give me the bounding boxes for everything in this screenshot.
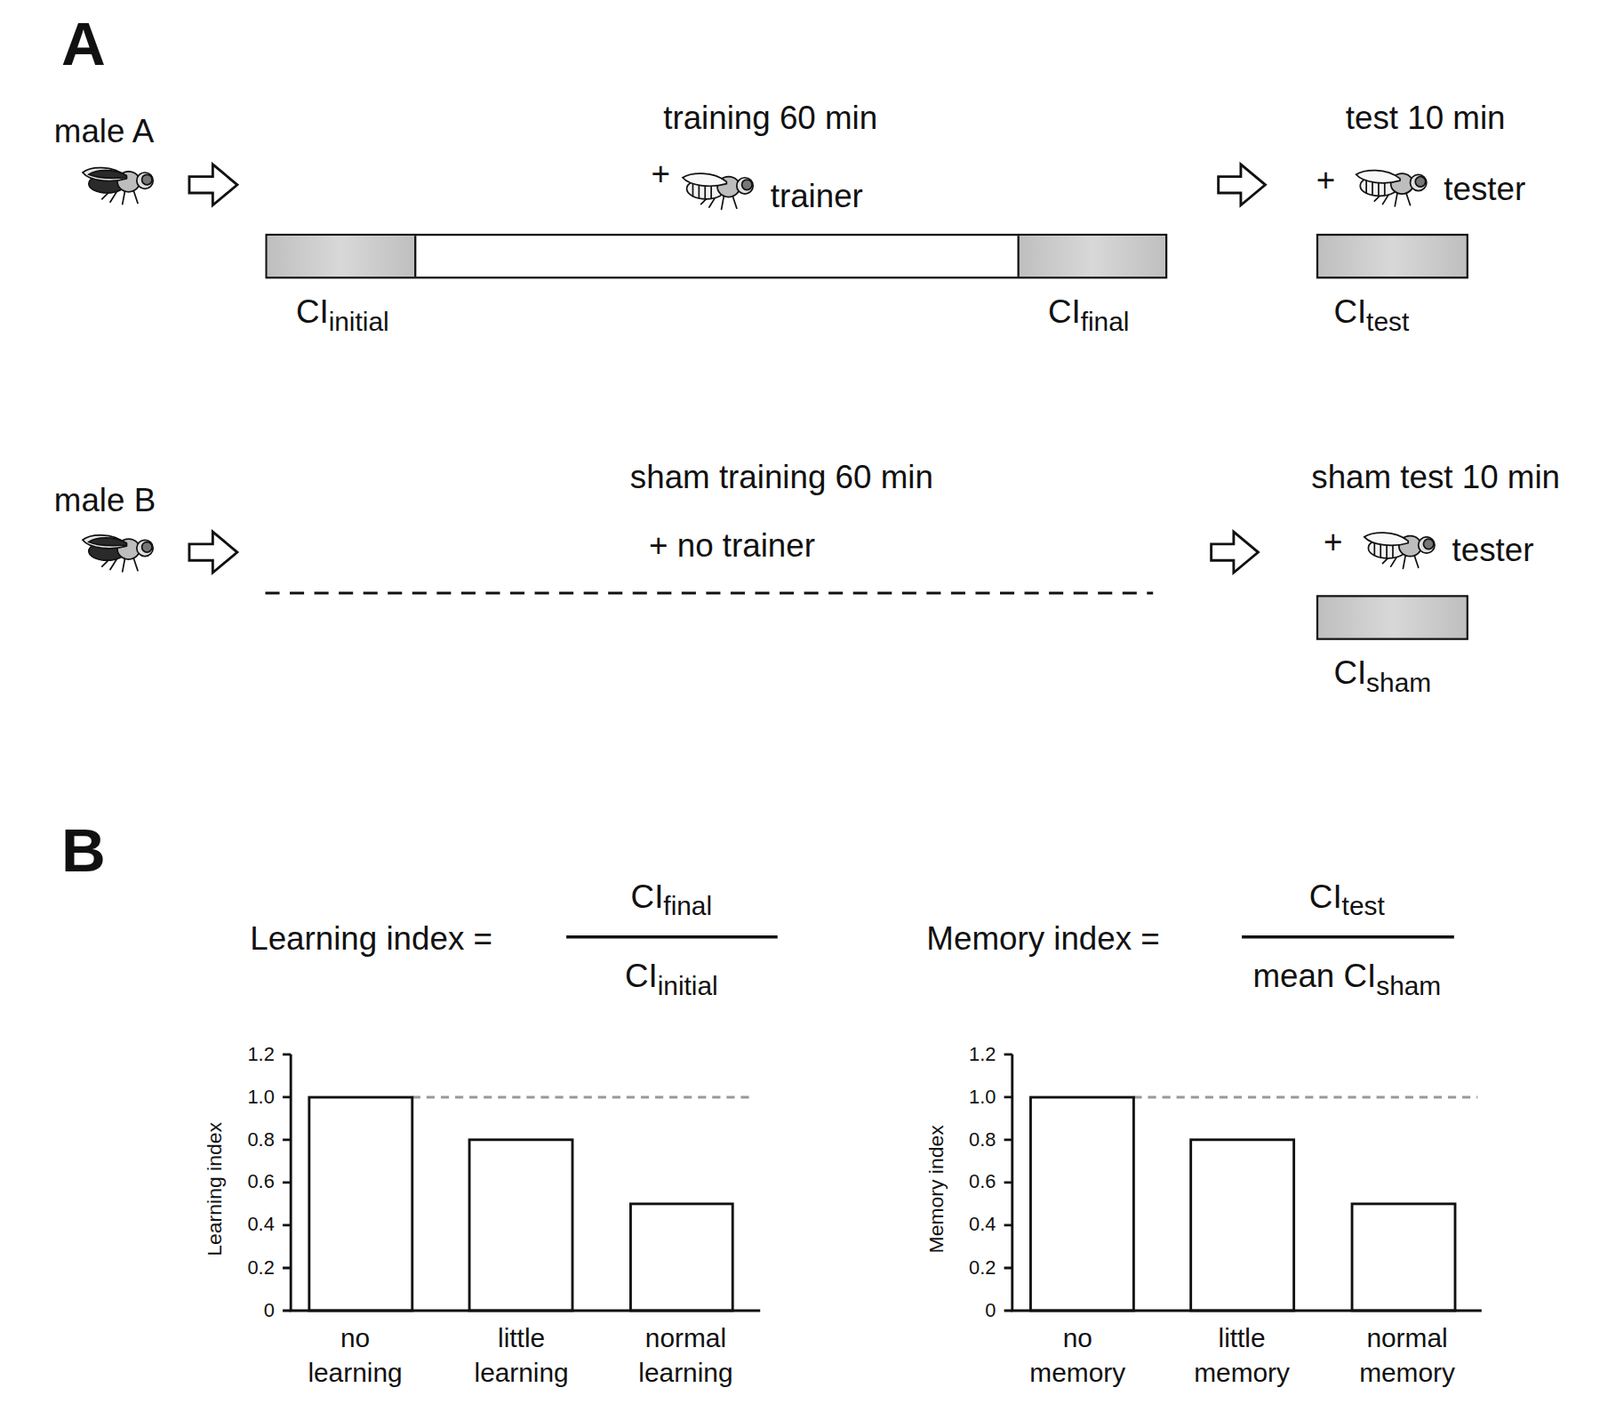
tick-label: 0.8: [935, 1128, 997, 1149]
tick-label: 0: [213, 1299, 275, 1320]
sham-training-line: sham training 60 min + no trainer: [264, 448, 1153, 594]
tick-label: 1.2: [213, 1043, 275, 1064]
subscripted-label: CItest: [1193, 880, 1500, 920]
hollow-arrow: [189, 164, 238, 206]
test-box: test 10 min+testerCItest: [1316, 233, 1469, 280]
panel-letter: A: [61, 14, 106, 76]
phase-title: test 10 min: [1272, 101, 1579, 135]
subscripted-label: CIfinal: [1048, 295, 1129, 336]
index-subscript: sham: [1366, 667, 1432, 698]
cue-segment: CIfinal: [1017, 235, 1166, 277]
fly-icon: [1356, 170, 1427, 207]
fly-icon: [682, 173, 753, 209]
index-subscript: test: [1366, 305, 1409, 336]
formula-label: Learning index =: [249, 921, 493, 955]
subscripted-label: CIinitial: [296, 295, 390, 336]
formula-label: Memory index =: [926, 921, 1160, 955]
subscripted-label: CIinitial: [518, 959, 824, 1000]
training-bar: training 60 min+trainerCIinitialCIfinal: [264, 233, 1168, 280]
phase-title: training 60 min: [556, 101, 985, 135]
index-symbol: CI: [631, 877, 664, 914]
memory-chart: [1004, 1054, 1482, 1311]
index-subscript: final: [1080, 305, 1130, 336]
index-subscript: initial: [328, 305, 390, 336]
tick-label: 0.6: [213, 1171, 275, 1192]
plus-sign: +: [1323, 525, 1343, 559]
plus-sign: +: [1316, 163, 1336, 197]
subscripted-label: CItest: [1333, 295, 1409, 336]
index-subscript: sham: [1376, 969, 1441, 1000]
index-subscript: final: [663, 890, 712, 921]
fly-label: + no trainer: [648, 528, 816, 562]
index-symbol: CI: [1333, 292, 1367, 329]
category-label: no learning: [296, 1321, 414, 1392]
hollow-arrow: [1218, 164, 1266, 206]
cue-segment: CIinitial: [267, 235, 417, 277]
subscripted-label: mean CIsham: [1193, 959, 1500, 1000]
dashed-line: [264, 592, 1153, 595]
category-label: little learning: [463, 1321, 581, 1392]
tick-label: 0.4: [213, 1214, 275, 1234]
fly-label: male B: [54, 483, 156, 517]
subscripted-label: CIfinal: [518, 880, 824, 920]
fly-icon: [82, 535, 153, 572]
plus-sign: +: [650, 157, 670, 191]
fly-label: male A: [54, 114, 154, 148]
tick-label: 0.6: [935, 1171, 997, 1192]
fly-label: tester: [1452, 533, 1535, 567]
fly-label: tester: [1443, 172, 1526, 206]
tick-label: 0.2: [213, 1256, 275, 1277]
panel-letter: B: [61, 820, 106, 882]
tick-label: 0: [935, 1299, 997, 1320]
subscripted-label: CIsham: [1333, 656, 1432, 696]
index-subscript: initial: [657, 969, 719, 1000]
category-label: little memory: [1183, 1321, 1301, 1392]
index-symbol: CI: [624, 957, 658, 994]
tick-label: 0.2: [935, 1256, 997, 1277]
index-symbol: mean CI: [1252, 957, 1376, 994]
test-box: sham test 10 min+testerCIsham: [1316, 594, 1469, 640]
phase-title: sham training 60 min: [546, 460, 1016, 494]
index-symbol: CI: [1333, 654, 1367, 691]
fly-label: trainer: [770, 179, 864, 213]
category-label: no memory: [1018, 1321, 1136, 1392]
index-subscript: test: [1342, 890, 1385, 921]
hollow-arrow: [189, 531, 238, 573]
tick-label: 0.8: [213, 1128, 275, 1149]
axis-title: Learning index: [204, 1087, 225, 1292]
category-label: normal learning: [626, 1321, 744, 1392]
index-symbol: CI: [296, 292, 329, 329]
learning-chart: [282, 1054, 760, 1311]
fraction-bar: [1241, 935, 1455, 938]
tick-label: 0.4: [935, 1214, 997, 1234]
fly-icon: [82, 168, 153, 205]
phase-title: sham test 10 min: [1272, 460, 1600, 494]
category-label: normal memory: [1348, 1321, 1466, 1392]
fly-icon: [1364, 532, 1435, 568]
tick-label: 1.2: [935, 1043, 997, 1064]
fraction-bar: [566, 935, 778, 938]
tick-label: 1.0: [213, 1086, 275, 1106]
index-symbol: CI: [1048, 292, 1081, 329]
hollow-arrow: [1211, 531, 1259, 573]
axis-title: Memory index: [925, 1087, 946, 1292]
index-symbol: CI: [1309, 877, 1343, 914]
tick-label: 1.0: [935, 1086, 997, 1106]
